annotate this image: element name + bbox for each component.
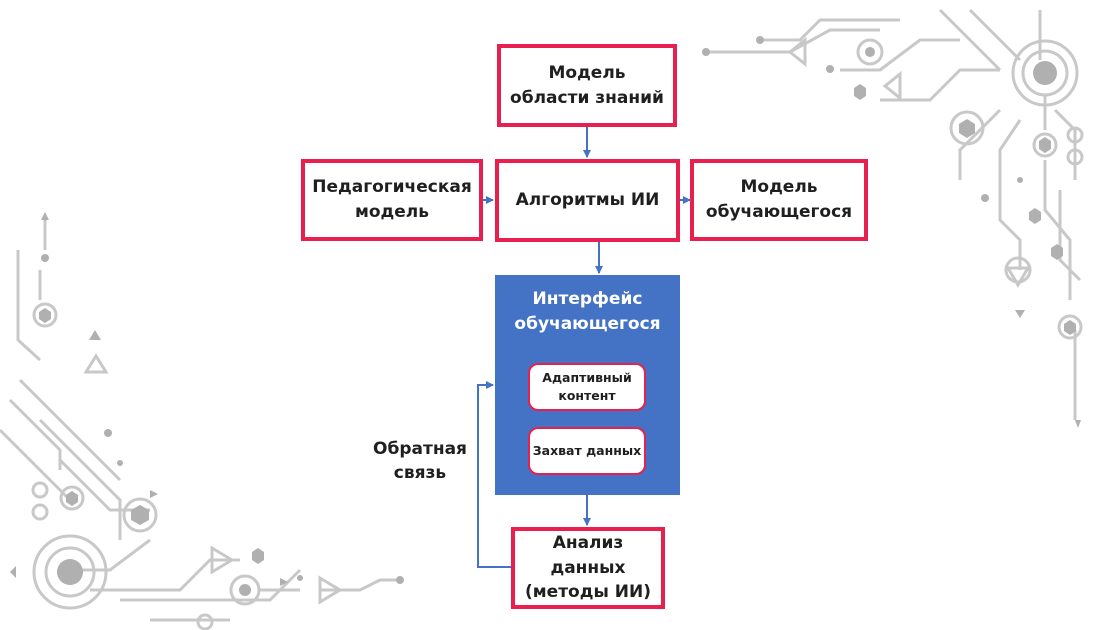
feedback-label: Обратная связь: [373, 439, 467, 483]
ai-algorithms-box: Алгоритмы ИИ: [495, 159, 680, 242]
adaptive-content-box: Адаптивный контент: [528, 363, 646, 411]
learner-model-box: Модель обучающегося: [690, 159, 868, 241]
domain-model-label: Модель области знаний: [510, 62, 664, 108]
data-analysis-label: Анализ данных (методы ИИ): [525, 533, 651, 603]
data-capture-label: Захват данных: [532, 442, 642, 458]
learner-interface-box: Интерфейс обучающегося Адаптивный контен…: [495, 275, 680, 495]
pedagogical-model-box: Педагогическая модель: [301, 159, 483, 241]
ai-algorithms-label: Алгоритмы ИИ: [515, 190, 660, 211]
data-capture-box: Захват данных: [528, 427, 646, 475]
adaptive-content-label: Адаптивный контент: [542, 369, 632, 403]
learner-interface-title: Интерфейс обучающегося: [514, 289, 661, 334]
domain-model-box: Модель области знаний: [497, 44, 677, 127]
learner-model-label: Модель обучающегося: [705, 177, 853, 222]
pedagogical-model-label: Педагогическая модель: [312, 177, 472, 222]
feedback-loop-arrow: [477, 381, 511, 568]
data-analysis-box: Анализ данных (методы ИИ): [511, 527, 665, 609]
